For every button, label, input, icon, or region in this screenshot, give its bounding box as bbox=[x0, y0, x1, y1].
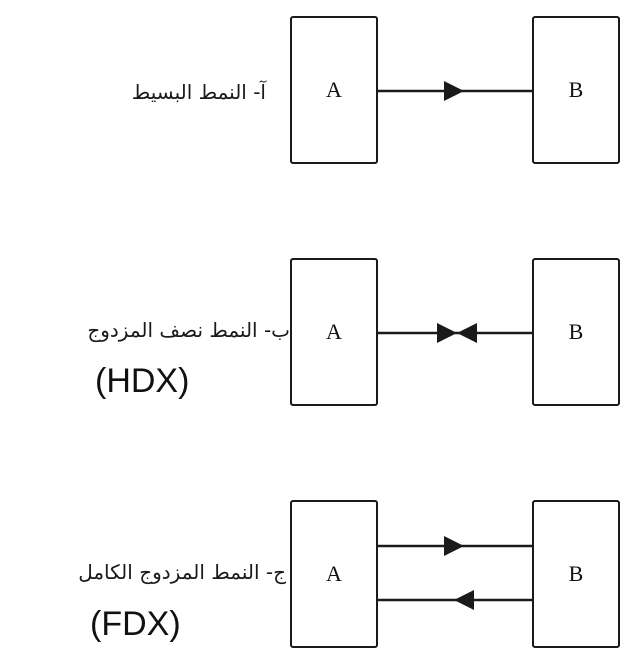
half-duplex-box-b: B bbox=[532, 258, 620, 406]
simplex-box-b: B bbox=[532, 16, 620, 164]
half-duplex-abbr: (HDX) bbox=[95, 362, 190, 400]
half-duplex-label: ب- النمط نصف المزدوج bbox=[87, 318, 290, 342]
half-duplex-box-a: A bbox=[290, 258, 378, 406]
half-duplex-arrow-right-icon bbox=[437, 323, 457, 343]
half-duplex-arrow-left-icon bbox=[457, 323, 477, 343]
simplex-box-b-label: B bbox=[568, 77, 584, 102]
half-duplex-link bbox=[378, 323, 532, 343]
simplex-box-a: A bbox=[290, 16, 378, 164]
full-duplex-label: ج- النمط المزدوج الكامل bbox=[78, 560, 286, 584]
full-duplex-abbr: (FDX) bbox=[90, 605, 181, 643]
full-duplex-box-b: B bbox=[532, 500, 620, 648]
half-duplex-box-b-label: B bbox=[568, 319, 584, 344]
simplex-box-a-label: A bbox=[326, 77, 342, 102]
simplex-label: آ- النمط البسيط bbox=[131, 80, 266, 104]
full-duplex-box-a-label: A bbox=[326, 561, 342, 586]
simplex-arrow-right-icon bbox=[444, 81, 464, 101]
full-duplex-box-b-label: B bbox=[568, 561, 584, 586]
full-duplex-box-a: A bbox=[290, 500, 378, 648]
half-duplex-box-a-label: A bbox=[326, 319, 342, 344]
full-duplex-arrow-right-icon bbox=[444, 536, 464, 556]
full-duplex-arrow-left-icon bbox=[454, 590, 474, 610]
simplex-link bbox=[378, 81, 532, 101]
full-duplex-link bbox=[378, 536, 532, 610]
